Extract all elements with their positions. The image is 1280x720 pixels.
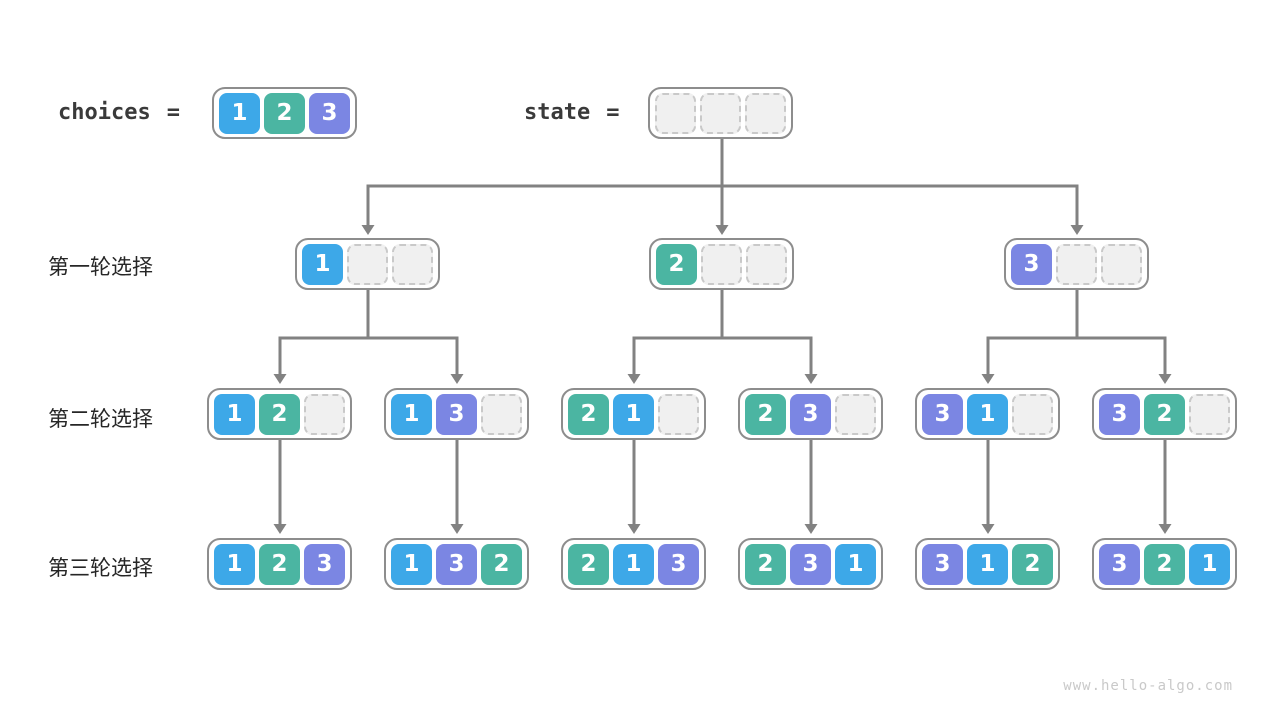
array-cell: 2 xyxy=(259,543,300,585)
array-cell xyxy=(701,243,742,285)
tree-node-r1-2: 2 xyxy=(649,238,794,290)
array-cell: 3 xyxy=(790,393,831,435)
array-cell xyxy=(700,92,741,134)
array-cell: 1 xyxy=(613,393,654,435)
array-cell: 1 xyxy=(967,393,1008,435)
tree-node-r3-6: 3 2 1 xyxy=(1092,538,1237,590)
equals-sign: = xyxy=(166,99,180,125)
array-cell: 3 xyxy=(1011,243,1052,285)
array-cell: 3 xyxy=(304,543,345,585)
array-cell xyxy=(745,92,786,134)
array-cell: 3 xyxy=(309,92,350,134)
tree-node-r2-4: 2 3 xyxy=(738,388,883,440)
choices-label-text: choices xyxy=(58,99,151,125)
array-cell xyxy=(1189,393,1230,435)
state-array xyxy=(648,87,793,139)
equals-sign: = xyxy=(606,99,620,125)
array-cell: 1 xyxy=(302,243,343,285)
array-cell: 1 xyxy=(967,543,1008,585)
array-cell: 2 xyxy=(568,393,609,435)
array-cell: 3 xyxy=(922,393,963,435)
array-cell xyxy=(835,393,876,435)
watermark-url: www.hello-algo.com xyxy=(1063,678,1233,694)
array-cell: 2 xyxy=(259,393,300,435)
row-label-round-3: 第三轮选择 xyxy=(48,556,153,580)
array-cell xyxy=(392,243,433,285)
array-cell xyxy=(1056,243,1097,285)
tree-node-r2-6: 3 2 xyxy=(1092,388,1237,440)
array-cell: 3 xyxy=(658,543,699,585)
array-cell: 2 xyxy=(1012,543,1053,585)
array-cell: 1 xyxy=(835,543,876,585)
tree-node-r3-2: 1 3 2 xyxy=(384,538,529,590)
array-cell: 3 xyxy=(436,393,477,435)
choices-label: choices = xyxy=(58,86,180,138)
array-cell: 1 xyxy=(219,92,260,134)
array-cell: 1 xyxy=(214,393,255,435)
tree-node-r3-5: 3 1 2 xyxy=(915,538,1060,590)
array-cell: 3 xyxy=(1099,393,1140,435)
tree-node-r1-3: 3 xyxy=(1004,238,1149,290)
array-cell xyxy=(347,243,388,285)
array-cell: 1 xyxy=(214,543,255,585)
array-cell xyxy=(655,92,696,134)
row-label-round-2: 第二轮选择 xyxy=(48,407,153,431)
array-cell xyxy=(481,393,522,435)
tree-node-r2-1: 1 2 xyxy=(207,388,352,440)
tree-node-r2-3: 2 1 xyxy=(561,388,706,440)
tree-node-r3-4: 2 3 1 xyxy=(738,538,883,590)
tree-node-r1-1: 1 xyxy=(295,238,440,290)
array-cell: 3 xyxy=(436,543,477,585)
array-cell xyxy=(1101,243,1142,285)
array-cell: 1 xyxy=(391,543,432,585)
array-cell: 1 xyxy=(613,543,654,585)
array-cell: 3 xyxy=(922,543,963,585)
array-cell: 3 xyxy=(790,543,831,585)
row-label-round-1: 第一轮选择 xyxy=(48,255,153,279)
array-cell xyxy=(658,393,699,435)
array-cell: 1 xyxy=(1189,543,1230,585)
choices-array: 1 2 3 xyxy=(212,87,357,139)
array-cell: 1 xyxy=(391,393,432,435)
array-cell: 2 xyxy=(656,243,697,285)
array-cell: 3 xyxy=(1099,543,1140,585)
state-label-text: state xyxy=(524,99,591,125)
tree-node-r2-2: 1 3 xyxy=(384,388,529,440)
array-cell xyxy=(1012,393,1053,435)
array-cell xyxy=(746,243,787,285)
tree-node-r3-3: 2 1 3 xyxy=(561,538,706,590)
array-cell: 2 xyxy=(1144,393,1185,435)
array-cell: 2 xyxy=(1144,543,1185,585)
state-label: state = xyxy=(524,86,619,138)
array-cell: 2 xyxy=(745,543,786,585)
tree-node-r3-1: 1 2 3 xyxy=(207,538,352,590)
tree-node-r2-5: 3 1 xyxy=(915,388,1060,440)
array-cell: 2 xyxy=(568,543,609,585)
array-cell: 2 xyxy=(264,92,305,134)
array-cell: 2 xyxy=(481,543,522,585)
array-cell: 2 xyxy=(745,393,786,435)
array-cell xyxy=(304,393,345,435)
